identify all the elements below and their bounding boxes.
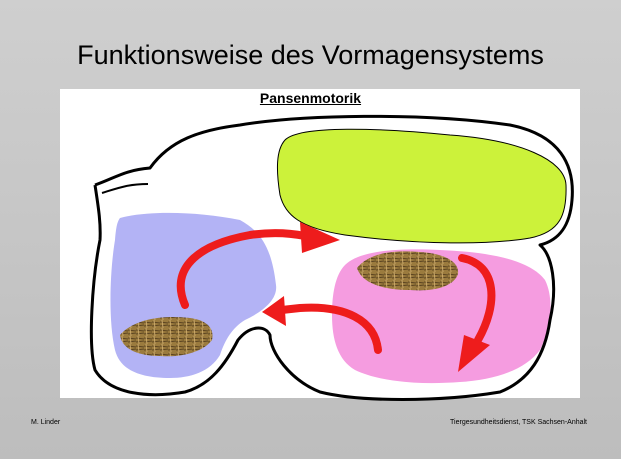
footer-organization: Tiergesundheitsdienst, TSK Sachsen-Anhal… [450, 419, 587, 426]
slide-subtitle: Pansenmotorik [0, 90, 621, 106]
dorsal-sac [277, 129, 566, 243]
footer-author: M. Linder [31, 419, 60, 426]
outline-inner-stroke [102, 184, 148, 193]
